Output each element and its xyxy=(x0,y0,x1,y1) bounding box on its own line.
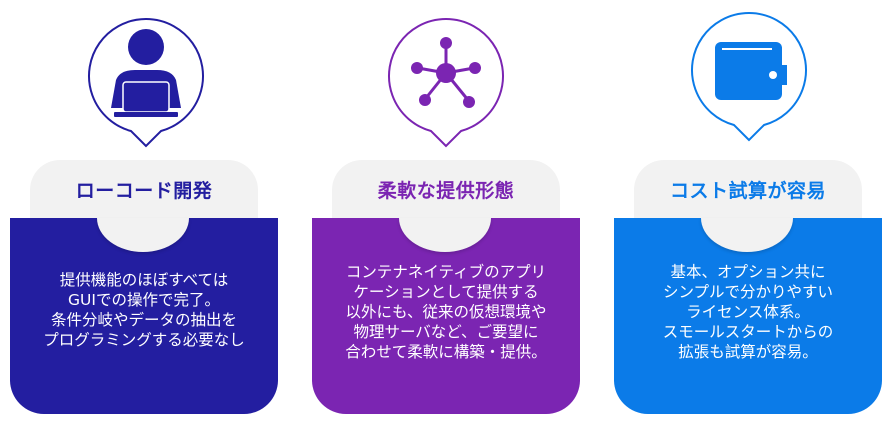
desc-line: ケーションとして提供する xyxy=(353,283,539,301)
desc-line: 以外にも、従来の仮想環境や xyxy=(345,303,547,321)
desc-line: 拡張も試算が容易。 xyxy=(678,343,818,361)
desc-line: スモールスタートからの xyxy=(662,323,834,341)
card-title: 柔軟な提供形態 xyxy=(377,180,515,202)
desc-line: コンテナネイティブのアプリ xyxy=(345,263,547,281)
desc-line: 合わせて柔軟に構築・提供。 xyxy=(345,343,547,361)
desc-line: 条件分岐やデータの抽出を xyxy=(50,311,237,329)
person-laptop-icon xyxy=(88,18,204,148)
desc-line: ライセンス体系。 xyxy=(686,303,810,321)
card-title: コスト試算が容易 xyxy=(669,180,826,202)
desc-line: シンプルで分かりやすい xyxy=(662,283,834,301)
card-body: 提供機能のほぼすべては GUIでの操作で完了。 条件分岐やデータの抽出を プログ… xyxy=(10,218,278,414)
desc-line: 基本、オプション共に xyxy=(670,263,826,281)
card-title: ローコード開発 xyxy=(75,180,213,202)
desc-line: 物理サーバなど、ご要望に xyxy=(353,323,539,341)
card-description: 基本、オプション共に シンプルで分かりやすい ライセンス体系。 スモールスタート… xyxy=(614,262,882,362)
wallet-icon xyxy=(691,12,807,142)
network-hub-icon xyxy=(388,18,504,148)
feature-card-low-code: ローコード開発 提供機能のほぼすべては GUIでの操作で完了。 条件分岐やデータ… xyxy=(10,0,280,428)
card-description: コンテナネイティブのアプリ ケーションとして提供する 以外にも、従来の仮想環境や… xyxy=(312,262,580,362)
feature-card-cost-estimation: コスト試算が容易 基本、オプション共に シンプルで分かりやすい ライセンス体系。… xyxy=(614,0,884,428)
desc-line: GUIでの操作で完了。 xyxy=(68,291,220,309)
feature-card-flexible-delivery: 柔軟な提供形態 コンテナネイティブのアプリ ケーションとして提供する 以外にも、… xyxy=(312,0,582,428)
desc-line: 提供機能のほぼすべては xyxy=(59,271,229,289)
desc-line: プログラミングする必要なし xyxy=(43,331,245,349)
card-description: 提供機能のほぼすべては GUIでの操作で完了。 条件分岐やデータの抽出を プログ… xyxy=(10,270,278,350)
